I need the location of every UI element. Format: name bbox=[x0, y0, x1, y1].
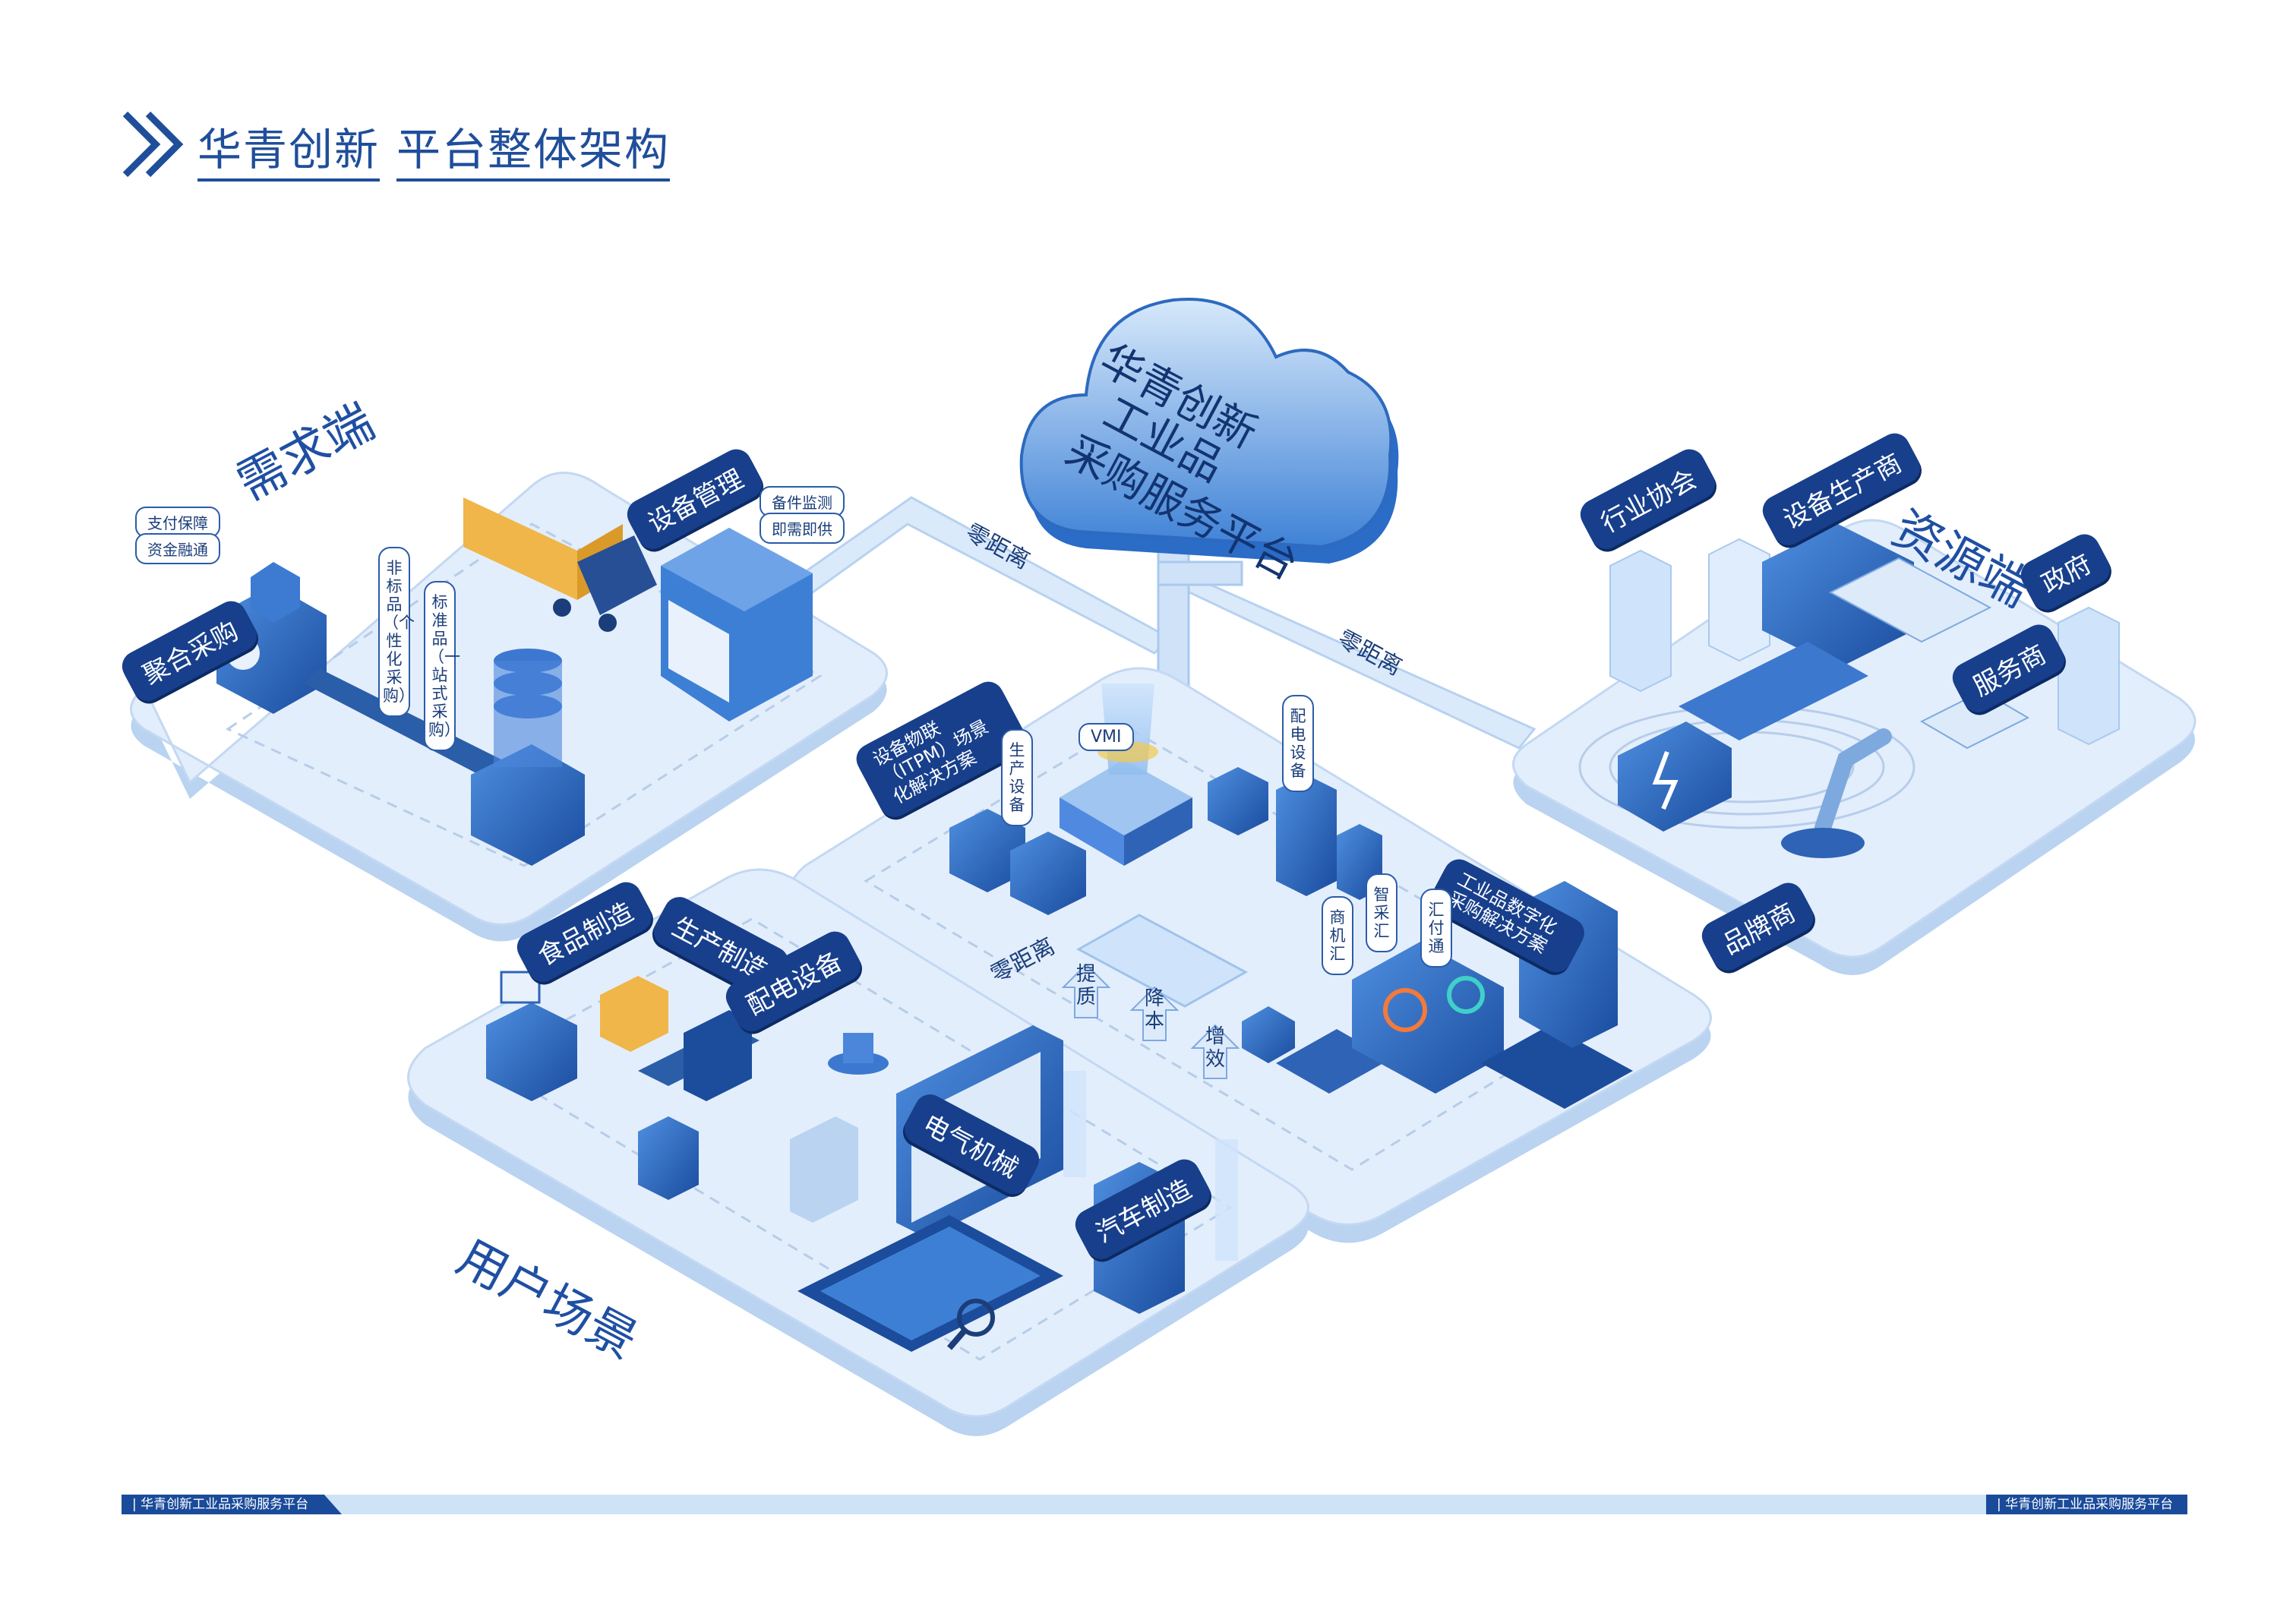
arrow-reduce-cost: 降本 bbox=[1144, 987, 1164, 1033]
page-title-brand: 华青创新 bbox=[197, 124, 381, 182]
arrow-improve-quality: 提质 bbox=[1075, 963, 1096, 1009]
tag-spare-monitoring: 备件监测 bbox=[760, 486, 845, 517]
footer-bar bbox=[122, 1495, 2187, 1514]
resource-equipment bbox=[1609, 524, 2120, 858]
vtag-production-equipment: 生产设备 bbox=[1001, 729, 1033, 826]
tag-vmi: VMI bbox=[1079, 723, 1134, 751]
arrow-increase-efficiency: 增效 bbox=[1205, 1025, 1225, 1071]
tag-on-demand: 即需即供 bbox=[760, 513, 845, 544]
vtag-business-hub: 商机汇 bbox=[1322, 896, 1353, 975]
cloud-platform bbox=[1019, 298, 1399, 564]
demand-equipment bbox=[216, 497, 813, 866]
vtag-payment-link: 汇付通 bbox=[1420, 889, 1452, 968]
footer-left-label: | 华青创新工业品采购服务平台 bbox=[122, 1495, 342, 1514]
vtag-standard: 标准品（一站式采购） bbox=[424, 581, 460, 751]
vtag-smart-procurement: 智采汇 bbox=[1366, 873, 1397, 952]
vtag-power-distribution: 配电设备 bbox=[1282, 695, 1314, 792]
page-title: 华青创新平台整体架构 bbox=[197, 114, 687, 182]
title-chevron-icon bbox=[122, 111, 184, 178]
vtag-nonstandard: 非标品（个性化采购） bbox=[378, 547, 415, 717]
tag-funding: 资金融通 bbox=[135, 533, 220, 564]
page-title-sub: 平台整体架构 bbox=[396, 124, 671, 182]
footer-right-label: | 华青创新工业品采购服务平台 bbox=[1986, 1495, 2187, 1514]
